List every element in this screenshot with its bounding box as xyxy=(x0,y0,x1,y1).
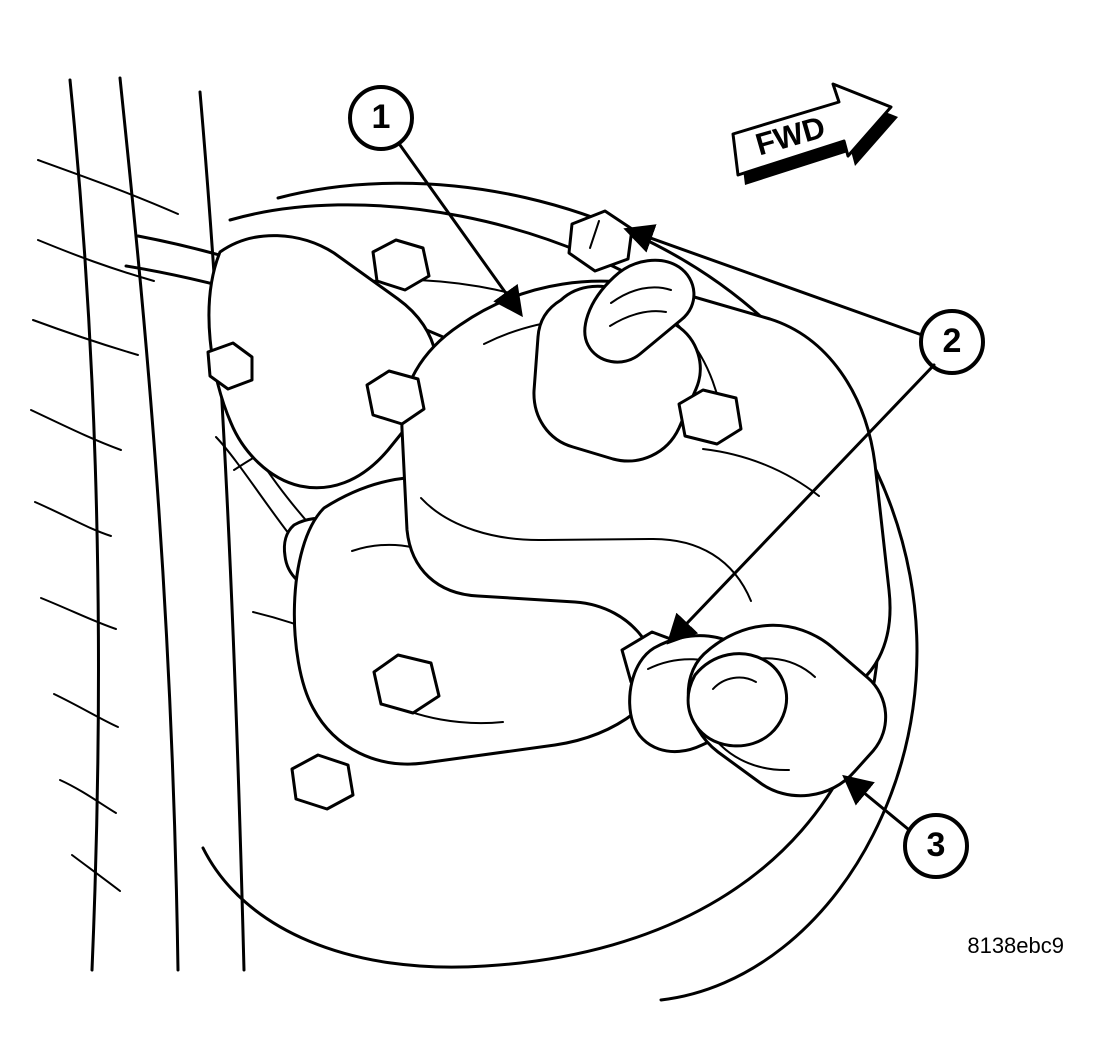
callout-2-upper-pointer xyxy=(623,224,924,337)
callout-1-pointer xyxy=(398,143,523,318)
callout-1: 1 xyxy=(348,85,523,318)
caliper-mount-bolts xyxy=(206,238,743,811)
upper-bleeder-fitting xyxy=(567,209,696,364)
callout-2-lower-pointer xyxy=(666,363,936,645)
callout-3: 3 xyxy=(842,774,969,879)
callout-2-circle xyxy=(919,309,985,375)
socket-tool xyxy=(686,623,887,798)
suspension-frame-lines xyxy=(30,76,246,972)
callout-2-label: 2 xyxy=(943,322,962,360)
callout-3-circle xyxy=(903,813,969,879)
callout-3-pointer xyxy=(842,774,910,831)
callout-1-label: 1 xyxy=(372,98,391,136)
callout-2: 2 xyxy=(623,224,985,645)
callout-3-label: 3 xyxy=(927,826,946,864)
fwd-direction-indicator: FWD xyxy=(731,82,898,185)
callout-1-circle xyxy=(348,85,414,151)
figure-code: 8138ebc9 xyxy=(967,933,1064,958)
